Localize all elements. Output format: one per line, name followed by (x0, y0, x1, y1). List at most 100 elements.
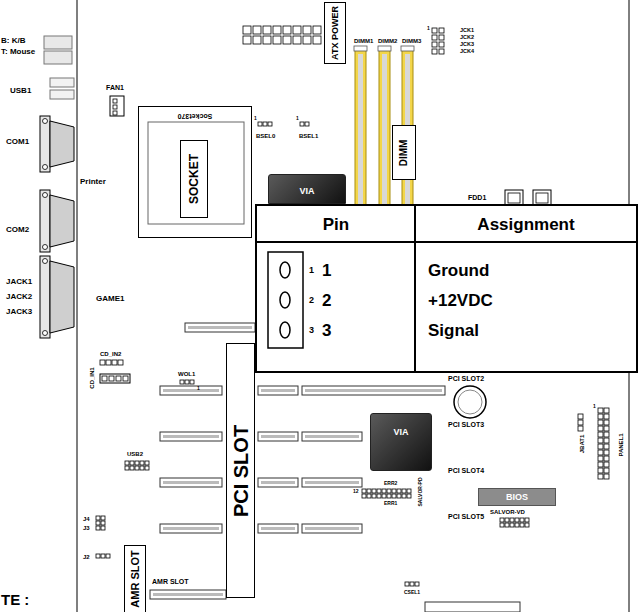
part-label: PCI SLOT2 (448, 375, 484, 382)
part-label: PCI SLOT4 (448, 467, 484, 474)
part-label: JBAT1 (579, 435, 585, 454)
jumper-pin (439, 35, 444, 40)
header-pin (505, 518, 509, 522)
power-pin (313, 36, 321, 44)
jumper-pin (263, 122, 267, 126)
cpu-socket: Socket370SOCKET (138, 106, 252, 238)
header-pin (377, 494, 381, 498)
header-pin (116, 376, 121, 381)
header-pin (598, 468, 603, 473)
part-label: JCK1 (460, 28, 474, 34)
pin-table (256, 205, 637, 372)
connector-flange (40, 256, 50, 338)
header-pin (525, 523, 529, 527)
part-label: DIMM3 (402, 38, 421, 44)
slot-contacts (153, 593, 223, 596)
header-pin (598, 444, 603, 449)
slot-contacts (261, 435, 295, 438)
pin-number: 1 (296, 116, 299, 121)
jumper-pin (405, 582, 409, 586)
fdd-connector-core (508, 193, 520, 203)
amr-slot-band: AMR SLOT (124, 545, 146, 612)
header-pin (598, 462, 603, 467)
header-pin (382, 489, 386, 493)
header-pin (598, 414, 603, 419)
header-pin (397, 494, 401, 498)
node-text: PCI SLOT (231, 424, 251, 516)
header-pin (135, 461, 139, 465)
header-pin (180, 380, 184, 384)
fan-header (110, 96, 124, 116)
header-pin (185, 380, 189, 384)
header-pin (604, 468, 609, 473)
jumper-pin (578, 414, 583, 419)
part-label: SALVOR-VD (490, 509, 525, 515)
jumper-pin (101, 521, 105, 525)
part-label: FDD1 (468, 194, 486, 201)
header-pin (130, 461, 134, 465)
jumper-pin (96, 516, 100, 520)
pin-number: 3 (309, 326, 314, 335)
power-pin (303, 36, 311, 44)
header-pin (604, 426, 609, 431)
power-pin (283, 36, 291, 44)
header-pin (100, 360, 105, 365)
header-pin (372, 489, 376, 493)
header-pin (367, 489, 371, 493)
header-pin (604, 432, 609, 437)
jumper-pin (410, 582, 414, 586)
dimm-clip (401, 46, 414, 51)
header-pin (130, 466, 134, 470)
header-pin (515, 523, 519, 527)
connector-screw (43, 331, 48, 336)
header-pin (135, 466, 139, 470)
part-label: CD_IN1 (89, 367, 95, 388)
table-cell: +12VDC (428, 292, 493, 309)
slot-contacts (261, 527, 295, 530)
node-text: VIA (393, 428, 408, 437)
slot-contacts (163, 389, 219, 392)
ide-connector (425, 602, 520, 612)
slot-segment (185, 323, 255, 332)
table-cell: Signal (428, 322, 479, 339)
part-label: J4 (83, 516, 90, 522)
part-label: JCK2 (460, 35, 474, 41)
part-label: JACK1 (6, 278, 32, 286)
table-cell: 3 (322, 322, 331, 339)
power-pin (253, 36, 261, 44)
part-label: JACK3 (6, 308, 32, 316)
header-pin (402, 489, 406, 493)
part-label: USB2 (127, 451, 143, 457)
ps2-port (44, 51, 72, 64)
jumper-pin (432, 35, 437, 40)
header-pin (525, 518, 529, 522)
header-pin (604, 450, 609, 455)
header-pin (113, 111, 117, 115)
node-text: Socket370 (178, 113, 213, 120)
power-pin (273, 36, 281, 44)
jumper-pin (432, 42, 437, 47)
header-pin (145, 466, 149, 470)
connector-flange (40, 116, 50, 172)
table-cell: 1 (322, 262, 331, 279)
pin-symbol (280, 262, 290, 278)
part-label: PANEL1 (618, 433, 624, 456)
header-pin (500, 523, 504, 527)
part-label: COM1 (6, 138, 29, 146)
header-pin (604, 408, 609, 413)
pin-number: 1 (309, 266, 314, 275)
slot-segment (160, 478, 222, 487)
header-pin (106, 360, 111, 365)
cd-in-header (100, 374, 130, 383)
header-pin (402, 494, 406, 498)
header-pin (372, 494, 376, 498)
connector-screw (43, 193, 48, 198)
part-label: COM2 (6, 226, 29, 234)
slot-contacts (305, 527, 359, 530)
power-pin (273, 26, 281, 34)
table-cell: Pin (323, 216, 349, 233)
header-pin (382, 494, 386, 498)
part-label: J2 (83, 554, 90, 560)
header-pin (598, 408, 603, 413)
header-pin (515, 518, 519, 522)
